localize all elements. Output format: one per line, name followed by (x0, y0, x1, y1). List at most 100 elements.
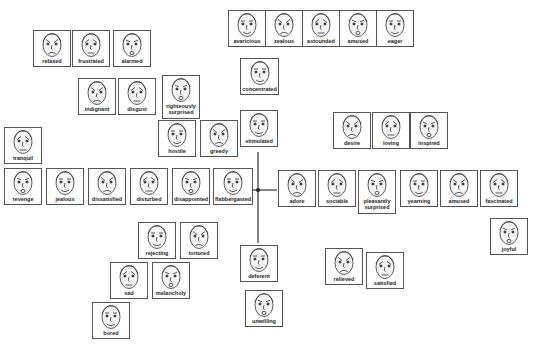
emotion-label: disgust (120, 106, 154, 112)
emotion-label: jealous (48, 196, 82, 202)
face-drawing (242, 111, 276, 138)
face-drawing (48, 169, 82, 196)
face-drawing (360, 171, 394, 198)
face-drawing (327, 249, 361, 276)
emotion-label: amused (341, 38, 375, 44)
face-card: satisfied (366, 252, 404, 289)
emotion-label: tranquil (6, 155, 40, 161)
emotion-label: dissatisfied (90, 196, 124, 202)
face-card: amused (339, 10, 377, 47)
face-drawing (267, 11, 301, 38)
emotion-label: rejecting (140, 250, 174, 256)
emotion-label: adore (280, 198, 314, 204)
emotion-label: astounded (304, 38, 338, 44)
emotion-label: disturbed (132, 196, 166, 202)
face-drawing (320, 171, 354, 198)
emotion-label: amused (442, 198, 476, 204)
face-drawing (160, 121, 194, 148)
face-card: relaxed (33, 30, 71, 67)
face-drawing (80, 79, 114, 106)
face-card: rejecting (138, 222, 176, 259)
emotion-label: deferent (242, 273, 276, 279)
face-drawing (230, 11, 264, 38)
face-drawing (304, 11, 338, 38)
emotion-label: stimulated (242, 138, 276, 144)
emotion-label: yearning (402, 198, 436, 204)
face-card: hostile (158, 120, 196, 157)
face-card: eager (376, 10, 414, 47)
face-drawing (120, 79, 154, 106)
face-card: inspired (410, 112, 448, 149)
face-card: sad (110, 262, 148, 299)
face-card: unwilling (245, 290, 283, 327)
face-card: desire (333, 112, 371, 149)
face-card: revenge (4, 168, 42, 205)
face-drawing (182, 223, 216, 250)
emotion-label: relaxed (35, 58, 69, 64)
face-drawing (35, 31, 69, 58)
emotion-label: disappointed (174, 196, 208, 202)
emotion-label: loving (374, 140, 408, 146)
emotion-label: inspired (412, 140, 446, 146)
face-card: stimulated (240, 110, 278, 147)
face-drawing (374, 113, 408, 140)
emotion-label: hostile (160, 148, 194, 154)
face-drawing (94, 303, 128, 330)
face-card: joyful (490, 218, 528, 255)
face-card: alarmed (113, 30, 151, 67)
emotion-label: unwilling (247, 318, 281, 324)
face-card: yearning (400, 170, 438, 207)
face-card: melancholy (152, 262, 190, 299)
emotion-label: satisfied (368, 280, 402, 286)
horizontal-axis (252, 189, 277, 190)
face-card: fascinated (480, 170, 518, 207)
face-drawing (492, 219, 526, 246)
face-drawing (442, 171, 476, 198)
face-card: righteously surprised (162, 75, 200, 119)
face-drawing (247, 291, 281, 318)
emotion-label: avaricious (230, 38, 264, 44)
face-drawing (115, 31, 149, 58)
face-drawing (335, 113, 369, 140)
emotion-label: melancholy (154, 290, 188, 296)
face-drawing (243, 59, 277, 86)
face-drawing (6, 128, 40, 155)
emotion-label: fascinated (482, 198, 516, 204)
emotion-label: tortured (182, 250, 216, 256)
emotion-label: eager (378, 38, 412, 44)
face-drawing (402, 171, 436, 198)
emotion-label: indignant (80, 106, 114, 112)
face-card: disturbed (130, 168, 168, 205)
face-card: amused (440, 170, 478, 207)
face-card: jealous (46, 168, 84, 205)
face-card: indignant (78, 78, 116, 115)
face-drawing (6, 169, 40, 196)
face-drawing (242, 246, 276, 273)
vertical-axis (257, 152, 258, 243)
face-card: flabbergasted (213, 168, 253, 205)
emotion-label: pleasantly surprised (360, 198, 394, 211)
face-drawing (154, 263, 188, 290)
emotion-label: greedy (202, 148, 236, 154)
face-card: deferent (240, 245, 278, 282)
face-card: frustrated (72, 30, 110, 67)
face-card: bored (92, 302, 130, 339)
face-card: sociable (318, 170, 356, 207)
face-drawing (90, 169, 124, 196)
face-drawing (341, 11, 375, 38)
emotion-label: alarmed (115, 58, 149, 64)
emotion-label: desire (335, 140, 369, 146)
face-card: concentrated (240, 58, 279, 95)
face-card: disappointed (172, 168, 210, 205)
face-card: zealous (265, 10, 303, 47)
face-card: disgust (118, 78, 156, 115)
face-drawing (132, 169, 166, 196)
face-drawing (216, 169, 250, 196)
emotion-label: revenge (6, 196, 40, 202)
emotion-label: concentrated (242, 86, 277, 92)
face-drawing (280, 171, 314, 198)
face-drawing (174, 169, 208, 196)
emotion-label: zealous (267, 38, 301, 44)
face-card: dissatisfied (88, 168, 126, 205)
